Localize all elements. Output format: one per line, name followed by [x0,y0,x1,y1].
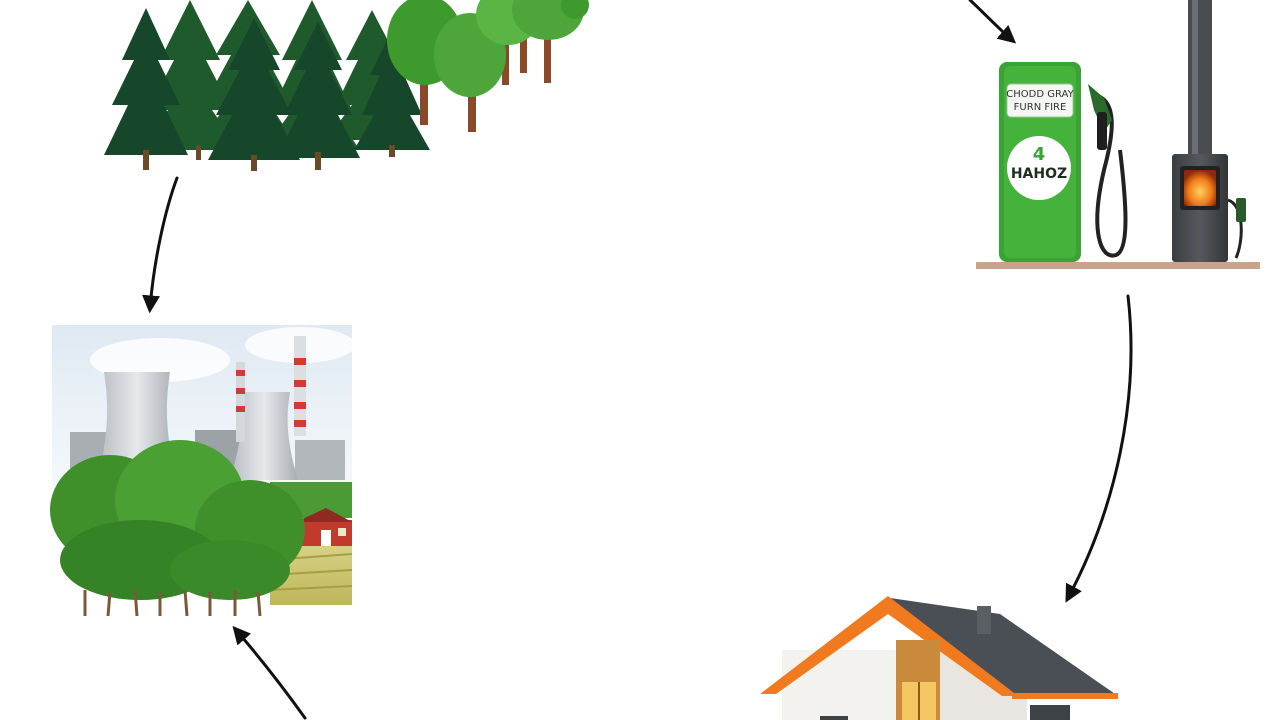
fuel-pump-icon: CHODD GRAY FURN FIRE 4 HAHOZ [999,62,1128,262]
wood-stove-icon [1172,0,1246,262]
arrow-forest-to-industry [142,176,179,314]
pump-brand: HAHOZ [1011,166,1067,182]
pump-number: 4 [1033,144,1046,165]
ground-shelf [976,262,1260,269]
arrow-bottom-to-industry [232,625,307,720]
conifer-forest-icon [104,0,589,171]
cycle-arrows [142,0,1133,720]
house-icon [760,596,1118,720]
pump-sign-line2: FURN FIRE [1014,102,1067,113]
fuel-node: CHODD GRAY FURN FIRE 4 HAHOZ [976,0,1260,269]
arrow-top-to-fuel [968,0,1017,44]
arrow-fuel-to-house [1065,294,1133,603]
house-node [760,596,1118,720]
shrub-icon [50,440,305,617]
forest-node [104,0,589,171]
pump-sign-line1: CHODD GRAY [1006,89,1074,100]
industry-node [50,325,355,617]
